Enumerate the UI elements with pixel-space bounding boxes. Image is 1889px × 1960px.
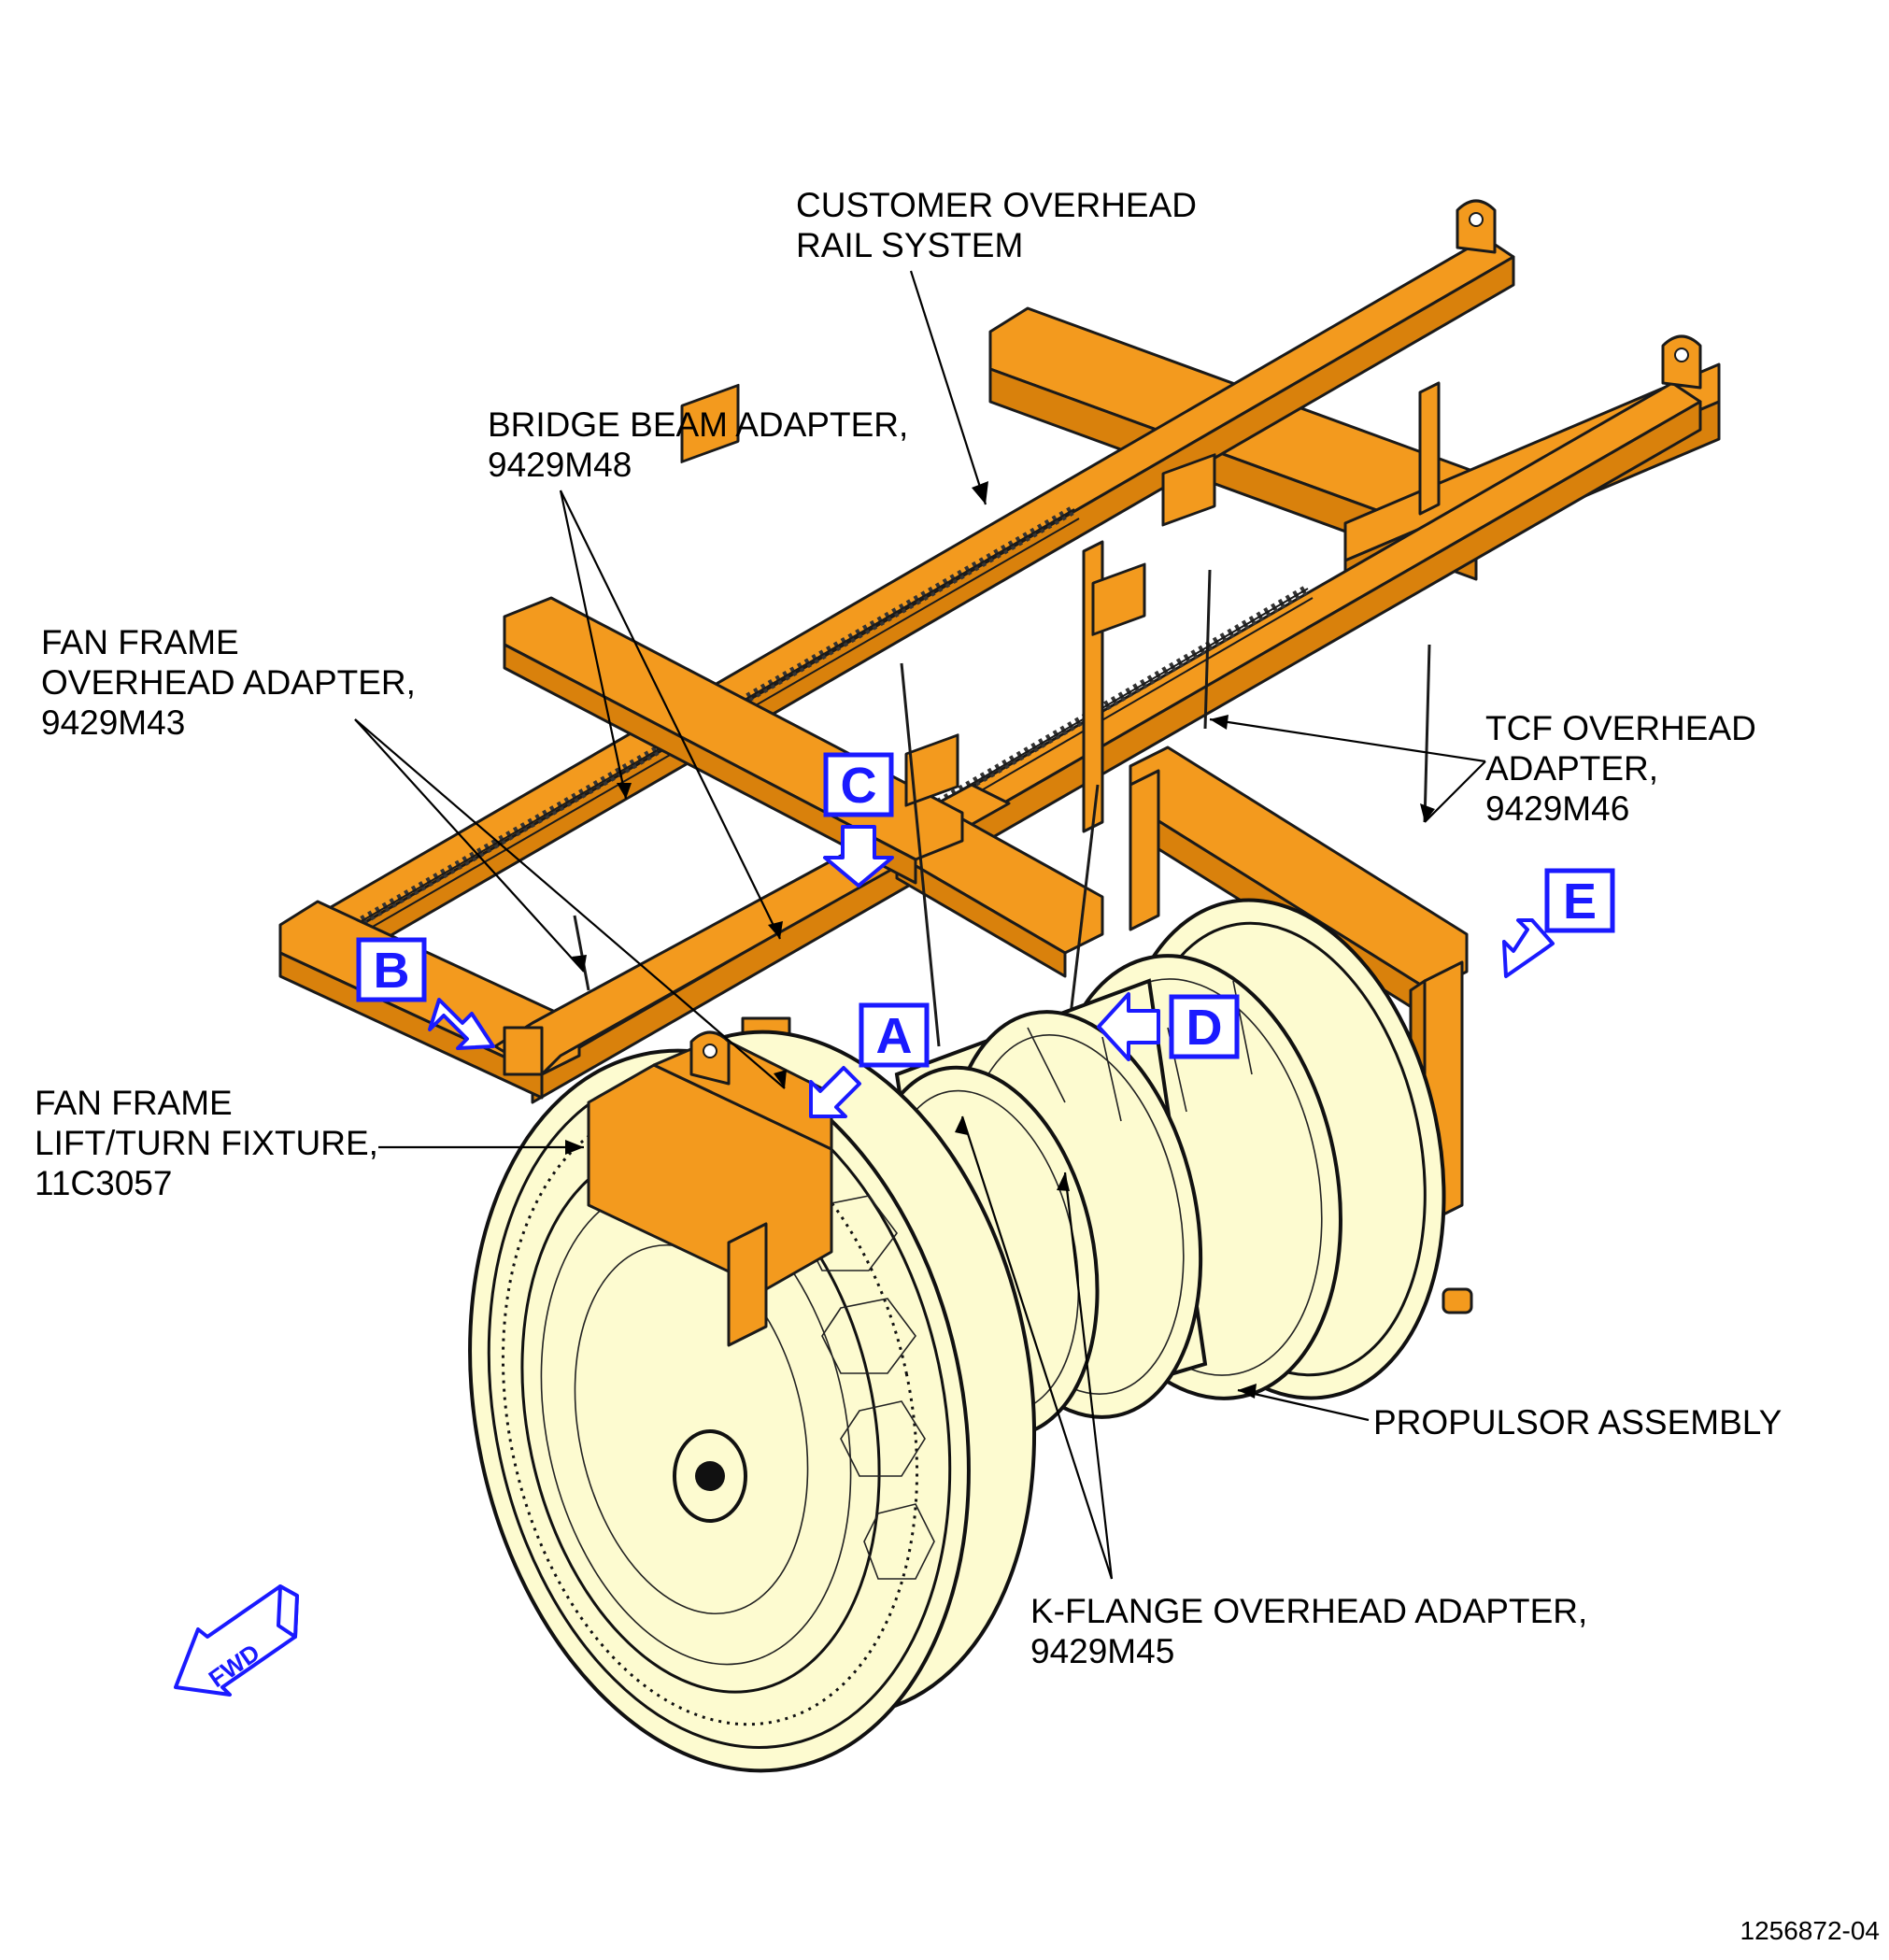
view-letter-a: A bbox=[876, 1008, 913, 1064]
label-fan-frame-fixture-2: LIFT/TURN FIXTURE, bbox=[35, 1124, 378, 1162]
leader-customer-rail bbox=[909, 270, 987, 505]
customer-overhead-rail-system bbox=[278, 199, 1721, 1226]
propulsor-assembly bbox=[468, 898, 1473, 1773]
leader-bridge-beam-2 bbox=[560, 490, 781, 940]
leader-fan-frame-overhead-2 bbox=[354, 718, 786, 1089]
view-letter-e: E bbox=[1563, 873, 1597, 930]
label-tcf-overhead-2: ADAPTER, bbox=[1485, 749, 1658, 788]
view-arrow-a bbox=[809, 1066, 861, 1118]
view-letter-d: D bbox=[1186, 1000, 1223, 1056]
leader-tcf-2 bbox=[1424, 760, 1486, 823]
leader-kflange-2 bbox=[1063, 1172, 1114, 1580]
view-callout-b: B bbox=[356, 937, 495, 1050]
label-kflange-2: 9429M45 bbox=[1030, 1632, 1174, 1670]
view-callouts: A B C D E bbox=[356, 752, 1615, 1118]
fwd-arrow: FWD bbox=[174, 1584, 299, 1697]
figure-number: 1256872-04 bbox=[1740, 1916, 1880, 1945]
view-callout-a: A bbox=[809, 1002, 930, 1118]
view-letter-b: B bbox=[374, 943, 410, 999]
label-propulsor-assembly: PROPULSOR ASSEMBLY bbox=[1373, 1403, 1782, 1442]
label-tcf-overhead-3: 9429M46 bbox=[1485, 789, 1629, 828]
leader-bridge-beam-1 bbox=[559, 490, 628, 800]
view-arrow-b bbox=[428, 998, 495, 1050]
leader-tcf-1 bbox=[1209, 717, 1486, 763]
view-arrow-e bbox=[1502, 918, 1555, 978]
leader-fan-frame-overhead-1 bbox=[354, 718, 585, 973]
label-fan-frame-overhead-3: 9429M43 bbox=[41, 703, 185, 742]
label-fan-frame-fixture-3: 11C3057 bbox=[35, 1164, 172, 1202]
view-callout-e: E bbox=[1502, 868, 1615, 978]
label-bridge-beam-2: 9429M48 bbox=[488, 446, 632, 484]
callout-labels: CUSTOMER OVERHEAD RAIL SYSTEM BRIDGE BEA… bbox=[35, 186, 1782, 1670]
label-kflange-1: K-FLANGE OVERHEAD ADAPTER, bbox=[1030, 1592, 1587, 1630]
view-arrow-d bbox=[1097, 992, 1160, 1061]
label-fan-frame-fixture-1: FAN FRAME bbox=[35, 1084, 233, 1122]
view-callout-c: C bbox=[823, 752, 894, 888]
label-customer-rail-2: RAIL SYSTEM bbox=[796, 226, 1023, 264]
label-fan-frame-overhead-1: FAN FRAME bbox=[41, 623, 239, 661]
leader-lines bbox=[354, 270, 1486, 1580]
view-arrow-c bbox=[823, 825, 894, 888]
view-callout-d: D bbox=[1097, 992, 1240, 1061]
leader-kflange-1 bbox=[960, 1115, 1114, 1580]
label-customer-rail-1: CUSTOMER OVERHEAD bbox=[796, 186, 1197, 224]
leader-propulsor bbox=[1237, 1388, 1370, 1422]
label-bridge-beam-1: BRIDGE BEAM ADAPTER, bbox=[488, 405, 908, 444]
label-fan-frame-overhead-2: OVERHEAD ADAPTER, bbox=[41, 663, 416, 702]
label-tcf-overhead-1: TCF OVERHEAD bbox=[1485, 709, 1756, 747]
view-letter-c: C bbox=[841, 758, 877, 814]
